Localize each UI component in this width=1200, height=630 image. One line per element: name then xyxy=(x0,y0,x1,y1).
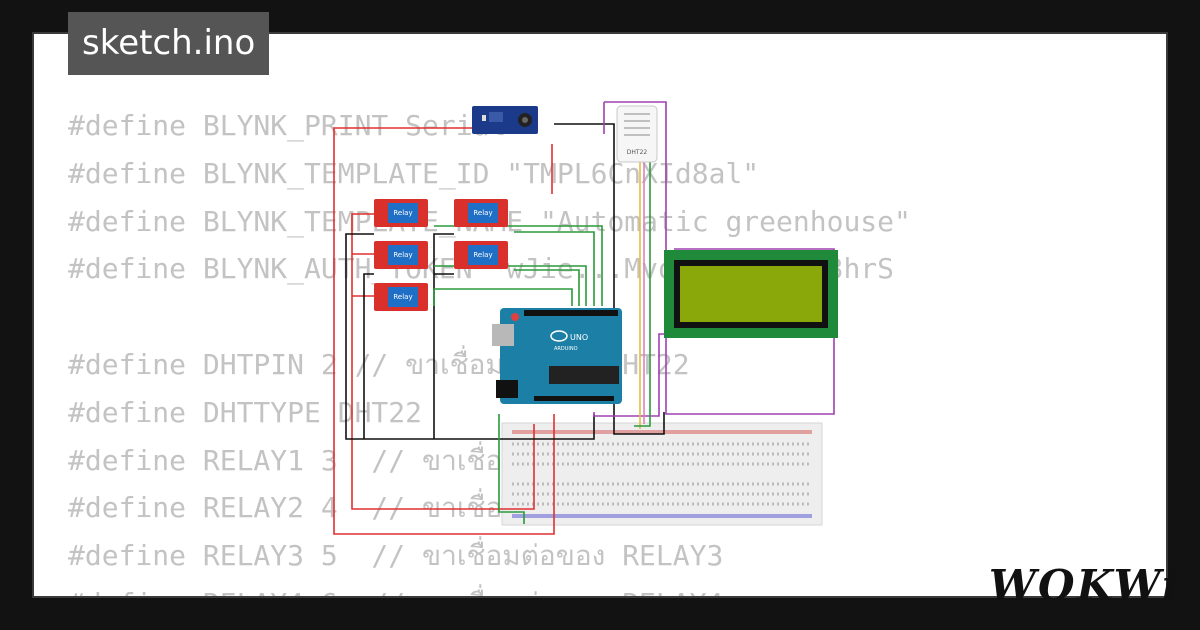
relay-module-5: Relay xyxy=(374,283,428,311)
relay-label: Relay xyxy=(473,251,492,259)
breadboard xyxy=(501,422,823,526)
arduino-uno-board: UNO ARDUINO xyxy=(492,308,622,404)
relay-label: Relay xyxy=(473,209,492,217)
relay-label: Relay xyxy=(393,209,412,217)
code-line: #define RELAY4 6 // ขาเชื่อมต่อของ RELAY… xyxy=(68,580,1132,596)
wire-purple xyxy=(604,101,835,415)
wire-green xyxy=(434,265,587,306)
file-name-badge: sketch.ino xyxy=(68,12,270,75)
wire-green xyxy=(498,414,525,524)
wire-black xyxy=(363,273,374,439)
wire-red xyxy=(351,213,535,510)
dht22-label: DHT22 xyxy=(627,149,648,156)
lcd-display xyxy=(664,250,838,338)
wire-red xyxy=(333,127,555,535)
arduino-model-label: UNO xyxy=(570,333,588,342)
arduino-brand-label: ARDUINO xyxy=(554,346,578,352)
wire-black xyxy=(433,233,454,439)
wire-green xyxy=(514,231,595,306)
relay-module-4: Relay xyxy=(454,241,508,269)
relay-label: Relay xyxy=(393,293,412,301)
dht22-sensor: DHT22 xyxy=(616,105,658,163)
light-sensor-module xyxy=(472,106,538,134)
relay-module-1: Relay xyxy=(374,199,428,227)
code-line: #define RELAY3 5 // ขาเชื่อมต่อของ RELAY… xyxy=(68,539,724,573)
wire-green xyxy=(433,288,573,306)
wokwi-logo: WOKWi xyxy=(988,561,1180,610)
wire-green xyxy=(514,269,580,306)
relay-module-2: Relay xyxy=(454,199,508,227)
code-line: #define BLYNK_TEMPLATE_ID "TMPL6CnXId8al… xyxy=(68,156,760,190)
wire-black xyxy=(345,233,595,440)
circuit-diagram: DHT22 Relay Relay Relay Relay Relay xyxy=(333,101,838,535)
code-line: #define DHTTYPE DHT22 xyxy=(68,395,423,429)
preview-card: #define BLYNK_PRINT Serial#define BLYNK_… xyxy=(32,32,1168,598)
wire-green xyxy=(634,134,651,427)
wire-black xyxy=(554,123,665,435)
relay-module-3: Relay xyxy=(374,241,428,269)
relay-label: Relay xyxy=(393,251,412,259)
